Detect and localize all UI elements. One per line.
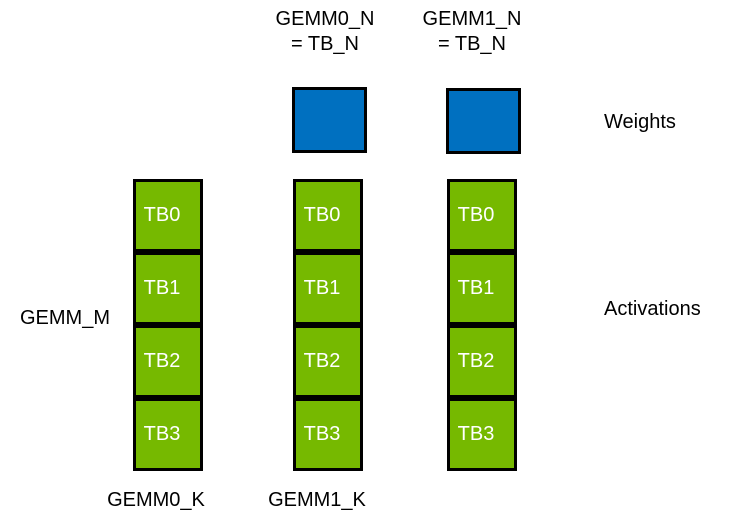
tb-block: TB3 (133, 398, 203, 471)
tb-block: TB0 (133, 179, 203, 252)
gemm0-k-label: GEMM0_K (107, 489, 205, 511)
tb-block: TB1 (293, 252, 363, 325)
tb-block: TB3 (293, 398, 363, 471)
tb-block: TB2 (293, 325, 363, 398)
tb-block: TB0 (447, 179, 517, 252)
tb-block: TB0 (293, 179, 363, 252)
tb-block: TB2 (133, 325, 203, 398)
tb-block: TB3 (447, 398, 517, 471)
gemm1-n-label-line1: GEMM1_N (422, 8, 522, 30)
activations-column-1: TB0 TB1 TB2 TB3 (133, 179, 203, 471)
gemm1-n-label: GEMM1_N = TB_N (402, 7, 542, 57)
activations-column-3: TB0 TB1 TB2 TB3 (447, 179, 517, 471)
gemm0-n-label-line1: GEMM0_N (275, 8, 375, 30)
activations-label: Activations (604, 298, 701, 320)
gemm1-n-label-line2: = TB_N (438, 33, 506, 55)
weights-label: Weights (604, 111, 676, 133)
activations-column-2: TB0 TB1 TB2 TB3 (293, 179, 363, 471)
gemm-m-label: GEMM_M (20, 307, 110, 329)
weights-square-2 (446, 88, 521, 154)
tb-block: TB1 (133, 252, 203, 325)
gemm1-k-label: GEMM1_K (268, 489, 366, 511)
gemm0-n-label-line2: = TB_N (291, 33, 359, 55)
tb-block: TB2 (447, 325, 517, 398)
weights-square-1 (292, 87, 367, 153)
gemm0-n-label: GEMM0_N = TB_N (255, 7, 395, 57)
tb-block: TB1 (447, 252, 517, 325)
